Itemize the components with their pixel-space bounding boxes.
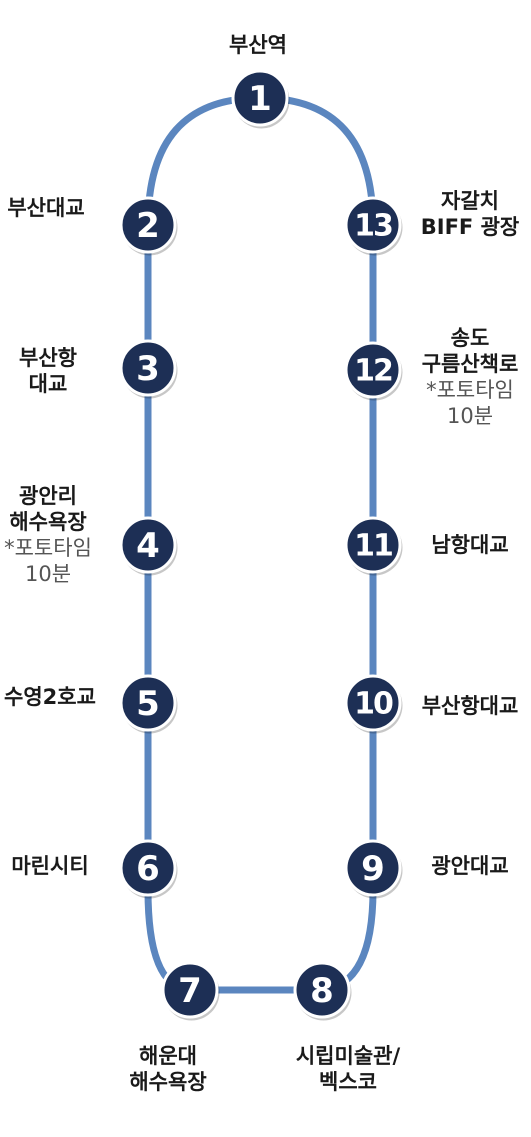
stop-name-line: 벡스코 (319, 1070, 377, 1094)
stop-name-line: 시립미술관/ (295, 1044, 401, 1068)
stop-name-line: 광안대교 (431, 854, 509, 878)
stop-9-marker: 9 (344, 839, 403, 899)
stop-4-marker: 4 (119, 516, 178, 576)
stop-circle (231, 69, 289, 127)
stop-name-line: 수영2호교 (4, 685, 96, 709)
stop-number: 7 (178, 971, 202, 1011)
stop-5-label: 수영2호교 (4, 684, 96, 710)
stop-6-marker: 6 (119, 839, 178, 899)
stop-2-marker: 2 (119, 196, 178, 256)
stop-number: 12 (354, 354, 392, 389)
stop-name-line: 광안리 (19, 484, 77, 508)
stop-number: 8 (310, 971, 334, 1011)
stop-name-line: 부산역 (229, 33, 287, 57)
stop-name-line: 부산항 (19, 346, 77, 370)
stop-note-line: *포토타임 (4, 536, 92, 560)
stop-name-line: 부산항대교 (421, 694, 519, 718)
stop-number: 11 (354, 529, 392, 564)
stop-3-marker: 3 (119, 339, 178, 399)
stop-number: 9 (361, 849, 385, 889)
stop-name-line: 해수욕장 (129, 1070, 207, 1094)
stop-name-line: 구름산책로 (421, 352, 519, 376)
stop-circle (344, 839, 402, 897)
stop-number: 13 (354, 209, 392, 244)
stop-circle (119, 339, 177, 397)
stop-name-line: 송도 (450, 326, 490, 350)
stop-2-label: 부산대교 (7, 195, 84, 221)
route-track (144, 94, 377, 994)
stop-name-line: 대교 (28, 372, 68, 396)
stop-number: 6 (136, 849, 160, 889)
stop-8-label: 시립미술관/벡스코 (296, 1043, 400, 1095)
stop-name-line: 남항대교 (431, 533, 509, 557)
stop-number: 4 (136, 526, 160, 566)
stop-name-line: 해운대 (139, 1044, 197, 1068)
stop-10-marker: 10 (344, 674, 403, 734)
stop-note-line: *포토타임 (426, 378, 514, 402)
stop-circle (119, 674, 177, 732)
stop-name-line: 마린시티 (11, 854, 89, 878)
stop-name-line: 자갈치 (441, 189, 499, 213)
stop-circle (344, 516, 402, 574)
stop-circle (161, 961, 219, 1019)
stop-name-line: BIFF 광장 (420, 215, 520, 239)
stop-7-marker: 7 (161, 961, 220, 1021)
stop-circle (119, 196, 177, 254)
stop-8-marker: 8 (293, 961, 352, 1021)
stop-circle (344, 196, 402, 254)
stop-circle (119, 839, 177, 897)
stop-name-line: 부산대교 (7, 196, 85, 220)
stop-12-marker: 12 (344, 341, 403, 401)
stop-6-label: 마린시티 (11, 853, 88, 879)
stop-1-marker: 1 (231, 69, 290, 129)
stop-number: 2 (136, 206, 160, 246)
stop-note-line: 10분 (24, 562, 72, 586)
stop-9-label: 광안대교 (431, 853, 508, 879)
stop-13-marker: 13 (344, 196, 403, 256)
stop-circle (293, 961, 351, 1019)
stop-11-label: 남항대교 (431, 532, 508, 558)
stop-number: 10 (354, 687, 393, 722)
stop-circle (344, 341, 402, 399)
stop-11-marker: 11 (344, 516, 403, 576)
stop-circle (344, 674, 402, 732)
stop-name-line: 해수욕장 (9, 510, 87, 534)
stop-number: 3 (136, 349, 160, 389)
stop-circle (119, 516, 177, 574)
stop-1-label: 부산역 (229, 32, 287, 58)
stop-number: 1 (248, 79, 272, 119)
stop-10-label: 부산항대교 (422, 693, 519, 719)
stop-number: 5 (136, 684, 160, 724)
stop-note-line: 10분 (446, 404, 494, 428)
stop-5-marker: 5 (119, 674, 178, 734)
